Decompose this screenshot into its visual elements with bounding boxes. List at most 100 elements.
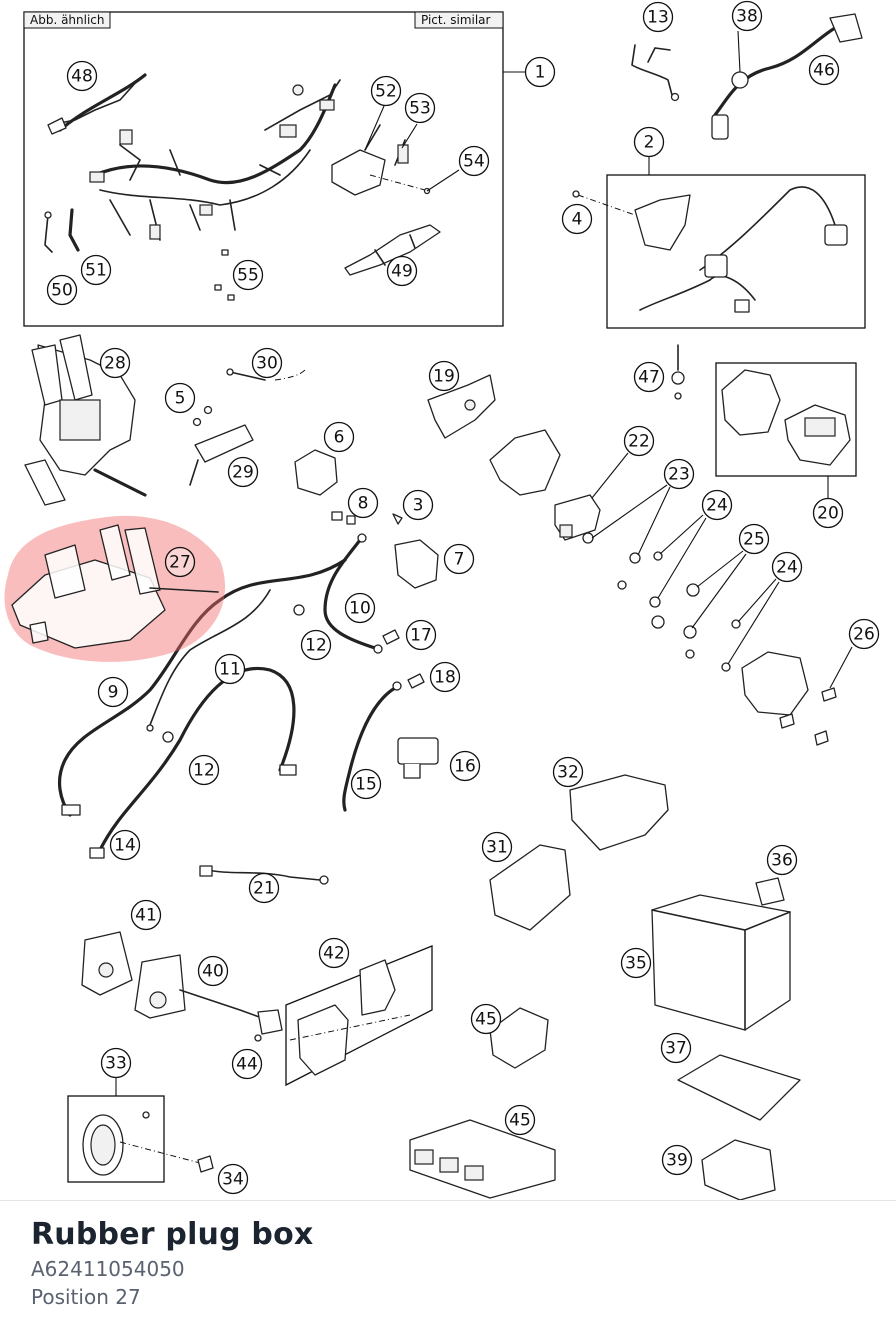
cable-50-51 [44,208,80,253]
callout-5: 5 [164,382,196,414]
callout-24b: 24 [771,551,803,583]
callout-circle [164,546,196,578]
harness-group-frame [23,11,504,327]
callout-circle [661,1144,693,1176]
terminal-cover-36 [755,877,785,906]
callout-circle [402,489,434,521]
callout-circle [848,618,880,650]
fuse-box-16 [397,737,439,779]
callout-number: 12 [193,761,215,781]
small-parts-3-8 [331,511,403,525]
exploded-parts-diagram: Abb. ähnlich Pict. similar [4,0,880,1200]
callout-circle [633,126,665,158]
module-45a [489,1007,549,1069]
main-cable-9 [57,558,347,817]
callout-number: 2 [644,133,655,153]
callout-number: 52 [375,82,397,102]
callout-16: 16 [449,750,481,782]
callout-number: 38 [736,7,758,27]
callout-number: 7 [454,550,465,570]
callout-circle [350,768,382,800]
callout-number: 51 [85,261,107,281]
sensor-22 [554,494,601,541]
callout-15: 15 [350,768,382,800]
nut-12b [162,731,174,743]
callout-number: 54 [463,152,485,172]
module-26 [741,651,837,746]
callout-circle [248,872,280,904]
callout-circle [80,254,112,286]
callout-circle [812,497,844,529]
callout-41: 41 [130,899,162,931]
callout-12b: 12 [188,754,220,786]
callout-circle [99,347,131,379]
callout-number: 1 [535,63,546,83]
callout-number: 12 [305,636,327,656]
module-29 [189,405,254,486]
callout-circle [771,551,803,583]
part-47 [671,344,685,400]
callout-number: 26 [853,625,875,645]
callout-number: 45 [475,1010,497,1030]
callout-number: 16 [454,757,476,777]
sensor-cable-46 [711,13,863,140]
callout-number: 36 [771,851,793,871]
callout-number: 4 [572,210,583,230]
callout-9: 9 [97,676,129,708]
callout-54: 54 [458,145,490,177]
nut-12a [293,604,305,616]
callout-18: 18 [429,661,461,693]
callout-40: 40 [197,955,229,987]
svg-text:Pict. similar: Pict. similar [421,13,491,27]
callout-number: 23 [668,465,690,485]
callout-number: 39 [666,1151,688,1171]
callout-circle [633,361,665,393]
callout-circle [738,523,770,555]
callout-46: 46 [808,54,840,86]
callout-number: 46 [813,61,835,81]
callout-20: 20 [812,497,844,529]
part-position: Position 27 [31,1285,141,1309]
rubber-plug-box-highlight[interactable] [4,515,226,662]
screw-34 [197,1155,214,1173]
callout-circle [323,421,355,453]
callout-number: 31 [486,838,508,858]
callout-number: 37 [665,1039,687,1059]
leader-lines [115,30,853,1096]
holder-41 [81,931,133,996]
callout-number: 25 [743,530,765,550]
callout-42: 42 [318,937,350,969]
callout-number: 47 [638,368,660,388]
callout-circle [100,1047,132,1079]
callout-number: 11 [219,660,241,680]
bracket-52-53 [331,124,431,196]
callout-1: 1 [524,56,556,88]
callout-35: 35 [620,947,652,979]
callout-circle [808,54,840,86]
callout-number: 9 [108,683,119,703]
callout-number: 42 [323,944,345,964]
harness-2 [572,186,848,313]
callout-circle [404,92,436,124]
callout-14: 14 [109,829,141,861]
battery-cable-10 [323,533,383,654]
callout-circle [97,676,129,708]
connector-7 [394,539,439,589]
callout-11: 11 [214,653,246,685]
callout-circle [663,458,695,490]
callout-number: 50 [51,281,73,301]
callout-number: 17 [410,626,432,646]
callout-27[interactable]: 27 [164,546,196,578]
callout-circle [109,829,141,861]
callout-circle [443,543,475,575]
callout-45a: 45 [470,1003,502,1035]
control-unit-32 [569,774,669,851]
callout-number: 33 [105,1054,127,1074]
callout-45b: 45 [504,1104,536,1136]
callout-36: 36 [766,844,798,876]
callout-number: 28 [104,354,126,374]
callout-circle [660,1032,692,1064]
callout-circle [318,937,350,969]
callout-circle [214,653,246,685]
callout-24a: 24 [701,489,733,521]
